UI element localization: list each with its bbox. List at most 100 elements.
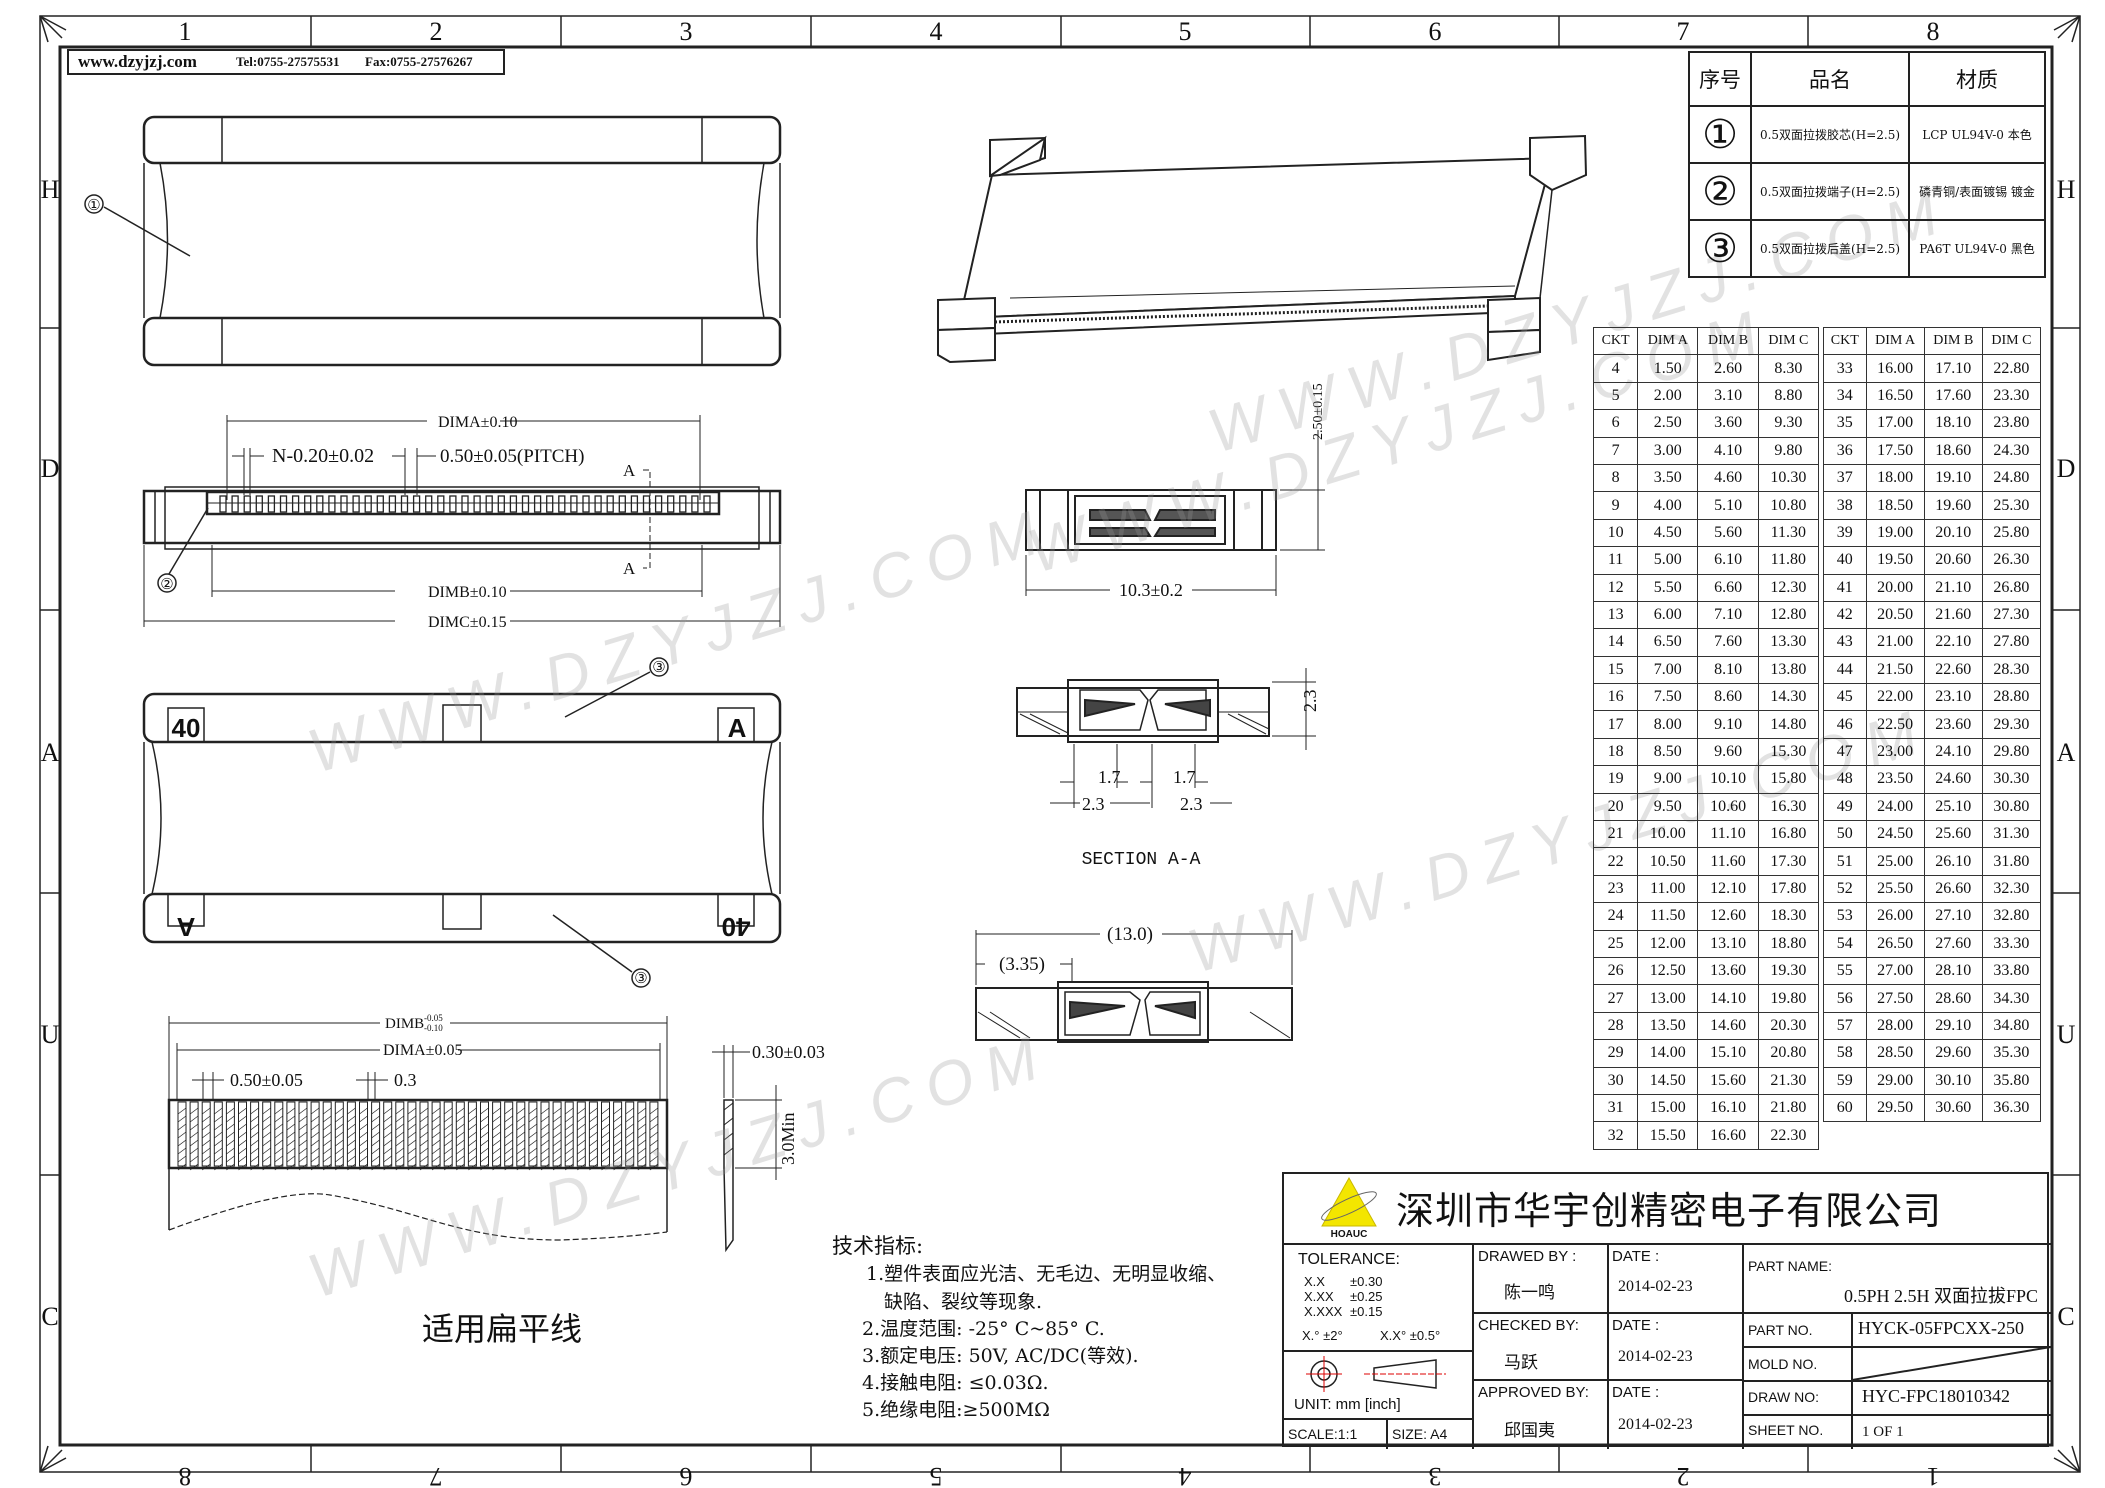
mated-offset-label: (3.35) xyxy=(999,954,1045,975)
header-no: 序号 xyxy=(1688,51,1752,107)
dim-a-cell: 22.50 xyxy=(1865,710,1925,739)
company-name: 深圳市华宇创精密电子有限公司 xyxy=(1396,1189,1943,1233)
dim-b-cell: 27.10 xyxy=(1923,902,1983,931)
dim-b-cell: 13.10 xyxy=(1697,929,1759,958)
fpc-conductor-icon xyxy=(262,1101,272,1167)
dim-c-cell: 20.80 xyxy=(1757,1039,1820,1068)
grid-column-label: 5 xyxy=(930,1462,943,1488)
dim-a-cell: 11.00 xyxy=(1637,874,1699,904)
ckt-cell: 15 xyxy=(1592,655,1639,685)
pin-icon xyxy=(618,495,626,513)
dim-a-cell: 25.50 xyxy=(1865,874,1925,904)
dim-c-cell: 16.30 xyxy=(1757,792,1820,822)
parts-row: ② 0.5双面拉拨端子(H=2.5) 磷青铜/表面镀锡 镀金 xyxy=(1688,162,2046,221)
dim-c-cell: 21.30 xyxy=(1757,1066,1820,1095)
ckt-cell: 45 xyxy=(1823,683,1867,712)
dim-b-label: DIMB±0.10 xyxy=(428,584,507,601)
fpc-conductor-icon xyxy=(492,1101,502,1167)
pin-icon xyxy=(582,495,590,513)
dim-b-cell: 2.60 xyxy=(1697,354,1759,383)
dim-b-cell: 3.60 xyxy=(1697,409,1759,438)
dim-c-cell: 24.30 xyxy=(1981,436,2042,465)
dim-a-cell: 28.50 xyxy=(1865,1039,1925,1068)
dim-c-cell: 13.80 xyxy=(1757,655,1820,685)
pin-icon xyxy=(691,495,699,513)
approved-by-name: 邱国夷 xyxy=(1504,1421,1555,1440)
corner-arrows xyxy=(39,15,2081,1473)
dim-header-cell: DIM B xyxy=(1923,326,1983,356)
dim-header-cell: CKT xyxy=(1823,326,1867,356)
dim-b-cell: 30.60 xyxy=(1923,1093,1983,1123)
dim-a-cell: 24.00 xyxy=(1865,792,1925,822)
dim-a-cell: 7.00 xyxy=(1637,655,1699,685)
ckt-cell: 53 xyxy=(1823,902,1867,931)
dim-c-cell: 8.30 xyxy=(1757,354,1820,383)
ckt-cell: 44 xyxy=(1823,655,1867,685)
ckt-cell: 18 xyxy=(1592,737,1639,767)
fax-text: Fax:0755-27576267 xyxy=(365,54,473,69)
dim-b-cell: 11.60 xyxy=(1697,847,1759,876)
dim-c-cell: 9.80 xyxy=(1757,436,1820,465)
dim-b-cell: 9.60 xyxy=(1697,737,1759,767)
dim-b-cell: 24.60 xyxy=(1923,765,1983,794)
fpc-conductor-icon xyxy=(467,1101,477,1167)
part-no-label: PART NO. xyxy=(1748,1322,1813,1338)
fpc-conductor-icon xyxy=(540,1101,550,1167)
dim-c-cell: 16.80 xyxy=(1757,820,1820,849)
fpc-conductor-icon xyxy=(431,1101,441,1167)
sheet-no-value: 1 OF 1 xyxy=(1862,1424,1904,1440)
ckt-cell: 9 xyxy=(1592,491,1639,520)
parts-row: ③ 0.5双面拉拨后盖(H=2.5) PA6T UL94V-0 黑色 xyxy=(1688,219,2046,278)
tech-note: 3.额定电压: 50V, AC/DC(等效). xyxy=(862,1345,1139,1367)
dim-c-cell: 10.80 xyxy=(1757,491,1820,520)
dim-c-cell: 32.30 xyxy=(1981,874,2042,904)
ckt-cell: 52 xyxy=(1823,874,1867,904)
dim-a-cell: 26.00 xyxy=(1865,902,1925,931)
ckt-cell: 60 xyxy=(1823,1093,1867,1123)
dim-c-cell: 15.80 xyxy=(1757,765,1820,794)
grid-row-label: A xyxy=(2057,738,2076,767)
dim-c-cell: 19.80 xyxy=(1757,984,1820,1013)
dim-a-cell: 21.00 xyxy=(1865,628,1925,657)
pin-icon xyxy=(667,495,675,513)
fpc-caption: 适用扁平线 xyxy=(422,1310,582,1348)
dim-header-cell: DIM C xyxy=(1757,326,1820,356)
section-mark-top: A xyxy=(623,461,636,480)
dim-a-cell: 18.50 xyxy=(1865,491,1925,520)
dim-c-cell: 23.80 xyxy=(1981,409,2042,438)
dim-b-cell: 11.10 xyxy=(1697,820,1759,849)
inner-frame xyxy=(58,45,2054,1447)
pin-icon xyxy=(642,495,651,513)
dim-b-cell: 26.10 xyxy=(1923,847,1983,876)
dim-a-cell: 13.00 xyxy=(1637,984,1699,1013)
dim-a-cell: 24.50 xyxy=(1865,820,1925,849)
pin-icon xyxy=(340,495,348,513)
fpc-conductor-icon xyxy=(334,1101,344,1167)
ckt-cell: 6 xyxy=(1592,409,1639,438)
section-view xyxy=(1016,668,1316,808)
dim-a-cell: 10.50 xyxy=(1637,847,1699,876)
dim-a-cell: 15.50 xyxy=(1637,1121,1699,1150)
ckt-cell: 29 xyxy=(1592,1039,1639,1068)
dim-c-cell: 22.30 xyxy=(1757,1121,1820,1150)
dim-a-cell: 2.00 xyxy=(1637,381,1699,411)
dim-header-cell: DIM A xyxy=(1637,326,1699,356)
dim-a-cell: 9.00 xyxy=(1637,765,1699,794)
checked-by-label: CHECKED BY: xyxy=(1478,1317,1579,1334)
dim-b-cell: 13.60 xyxy=(1697,956,1759,986)
ckt-cell: 21 xyxy=(1592,820,1639,849)
dim-a-cell: 15.00 xyxy=(1637,1093,1699,1123)
